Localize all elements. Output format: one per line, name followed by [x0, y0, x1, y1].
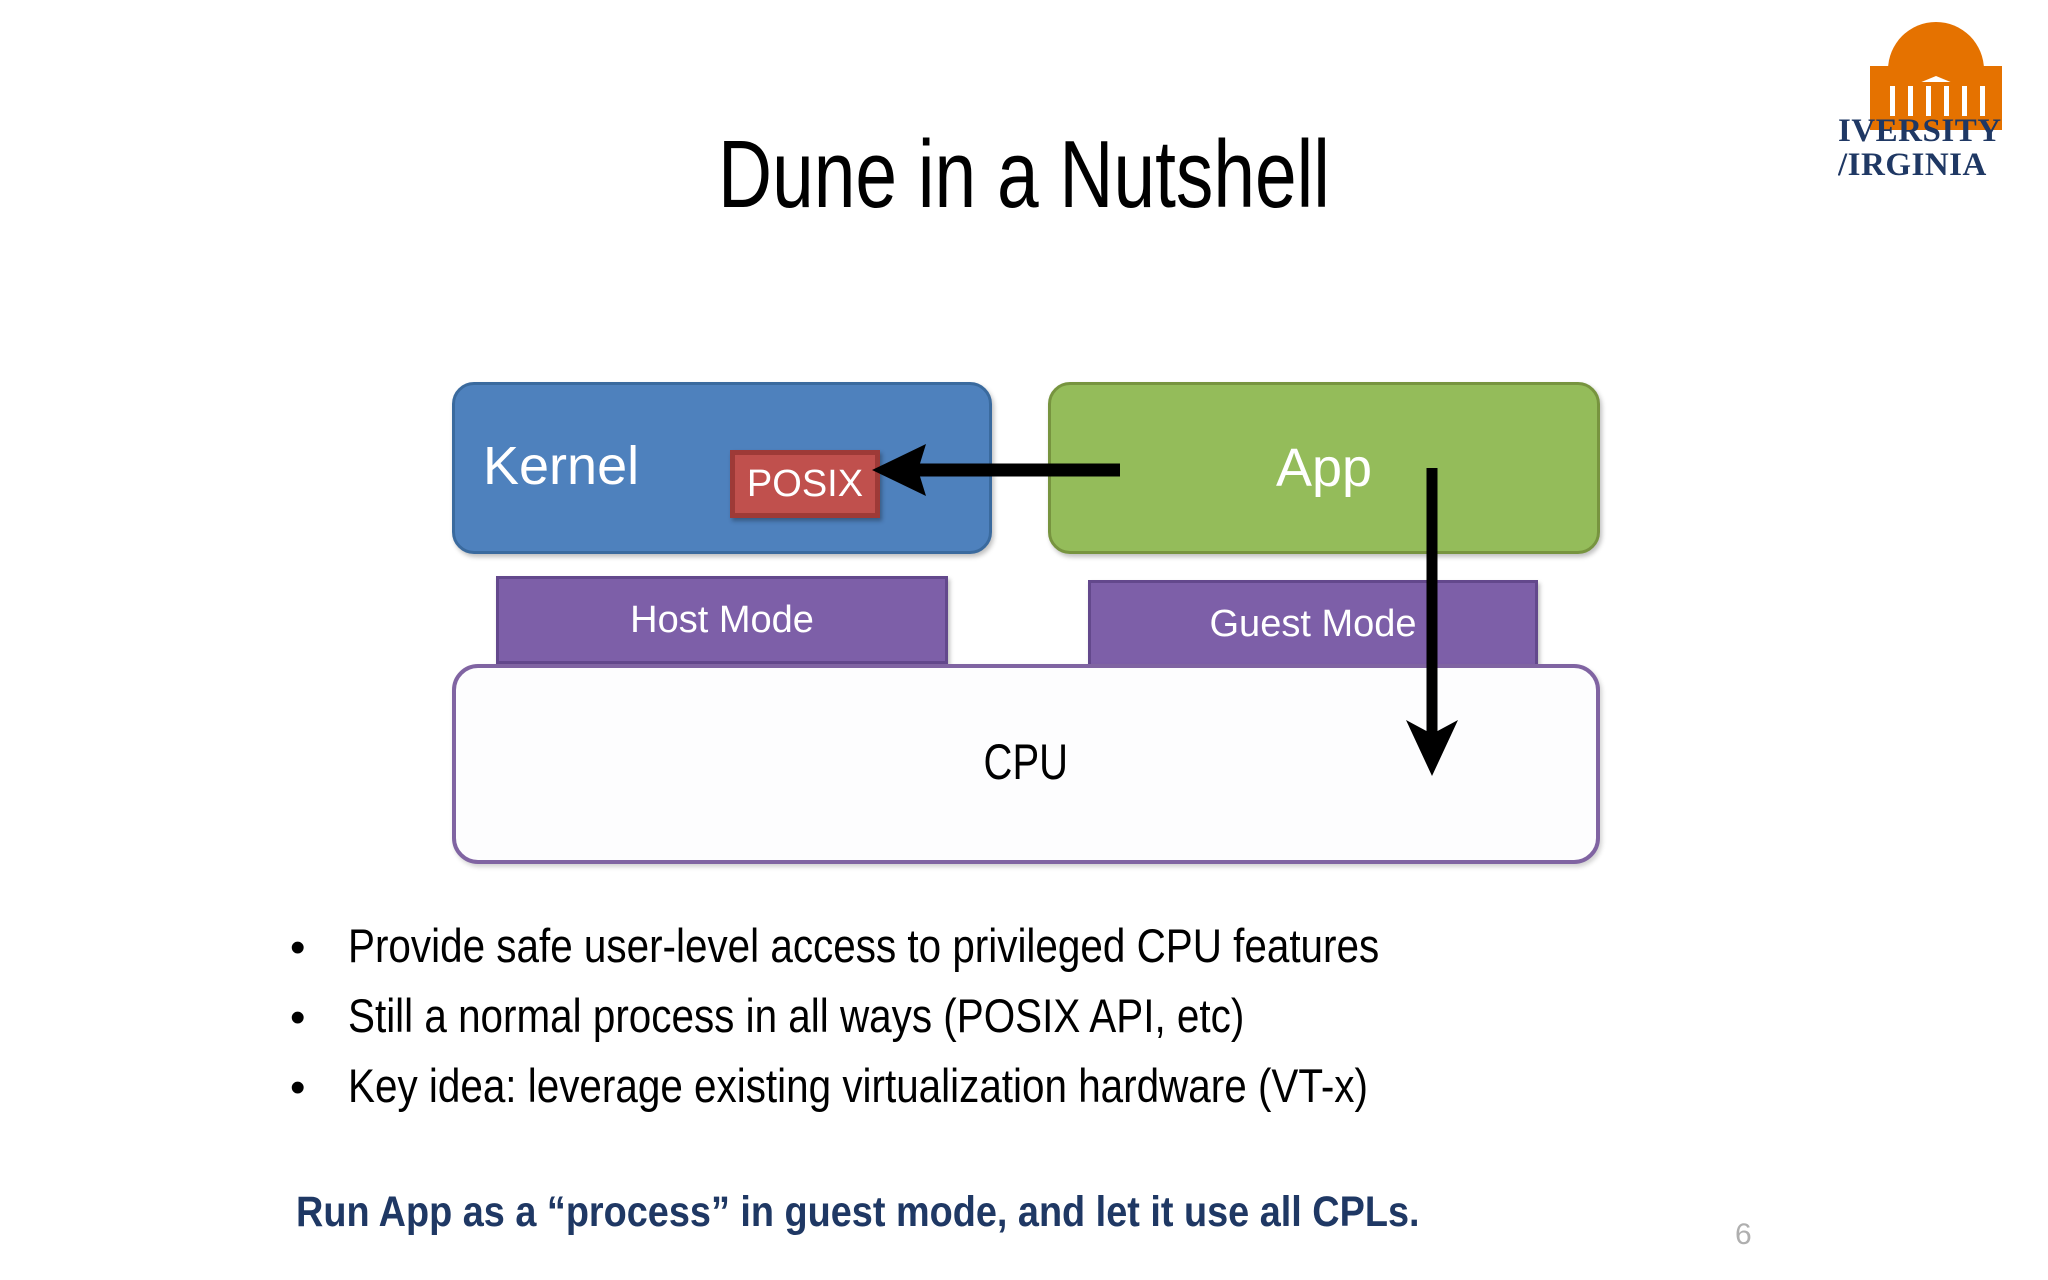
list-item: • Provide safe user-level access to priv…	[290, 918, 1890, 972]
rotunda-column-gap	[1926, 86, 1931, 116]
rotunda-column-gap	[1944, 86, 1949, 116]
rotunda-column-gap	[1980, 86, 1985, 116]
host-mode-label: Host Mode	[630, 598, 814, 641]
bullet-text: Key idea: leverage existing virtualizati…	[348, 1059, 1368, 1112]
kernel-box: Kernel	[452, 382, 992, 554]
rotunda-icon	[1870, 22, 2002, 130]
logo-wordmark-line1: IVERSITY	[1838, 113, 2002, 149]
slide-title: Dune in a Nutshell	[718, 121, 1330, 228]
posix-box: POSIX	[730, 450, 880, 518]
logo-wordmark-line2: /IRGINIA	[1838, 147, 1987, 178]
page-number: 6	[1735, 1218, 1752, 1251]
app-label: App	[1275, 438, 1373, 498]
posix-label: POSIX	[746, 462, 864, 505]
rotunda-base	[1870, 118, 2002, 130]
host-mode-bar: Host Mode	[496, 576, 948, 664]
logo-wordmark: IVERSITY /IRGINIA	[1838, 114, 2048, 178]
bullet-marker: •	[290, 923, 306, 972]
guest-mode-label: Guest Mode	[1209, 602, 1417, 645]
bullet-text: Still a normal process in all ways (POSI…	[348, 989, 1245, 1042]
list-item: • Key idea: leverage existing virtualiza…	[290, 1058, 1890, 1112]
bullet-marker: •	[290, 1063, 306, 1112]
cpu-label: CPU	[983, 734, 1069, 790]
bullet-list: • Provide safe user-level access to priv…	[290, 918, 1890, 1128]
rotunda-column-gap	[1908, 86, 1913, 116]
guest-mode-bar: Guest Mode	[1088, 580, 1538, 668]
list-item: • Still a normal process in all ways (PO…	[290, 988, 1890, 1042]
kernel-label: Kernel	[483, 436, 640, 496]
cpu-box: CPU	[452, 664, 1600, 864]
app-box: App	[1048, 382, 1600, 554]
conclusion-text: Run App as a “process” in guest mode, an…	[296, 1188, 1420, 1236]
bullet-marker: •	[290, 993, 306, 1042]
university-logo: IVERSITY /IRGINIA	[1838, 18, 2048, 178]
bullet-text: Provide safe user-level access to privil…	[348, 919, 1380, 972]
rotunda-column-gap	[1890, 86, 1895, 116]
rotunda-column-gap	[1962, 86, 1967, 116]
